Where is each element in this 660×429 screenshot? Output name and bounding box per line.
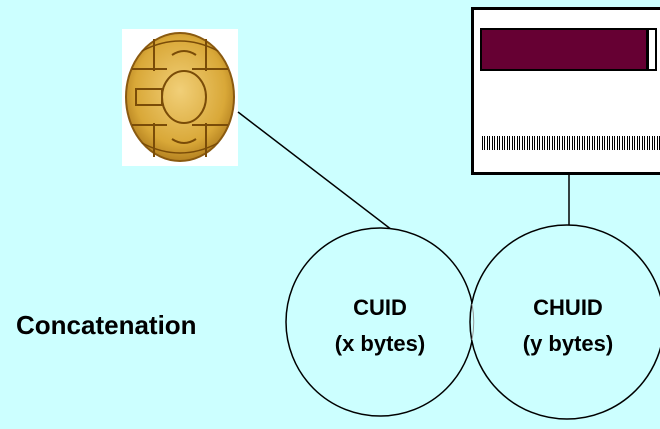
stripe-end-cap xyxy=(647,28,657,71)
cuid-label: CUID (x bytes) xyxy=(310,290,450,362)
overlap-arc xyxy=(471,303,475,341)
chip-connector-line xyxy=(237,111,393,231)
chuid-title: CHUID xyxy=(533,295,603,320)
cuid-size: (x bytes) xyxy=(334,331,426,356)
chuid-circle xyxy=(469,224,660,420)
smart-card-chip-image xyxy=(122,29,238,166)
id-card xyxy=(471,7,660,175)
cuid-title: CUID xyxy=(353,295,407,320)
chuid-size: (y bytes) xyxy=(522,331,614,356)
chuid-label: CHUID (y bytes) xyxy=(498,290,638,362)
barcode xyxy=(482,136,660,150)
concatenation-label: Concatenation xyxy=(16,310,197,340)
smart-card-chip-icon xyxy=(125,32,235,162)
magnetic-stripe xyxy=(480,28,648,71)
